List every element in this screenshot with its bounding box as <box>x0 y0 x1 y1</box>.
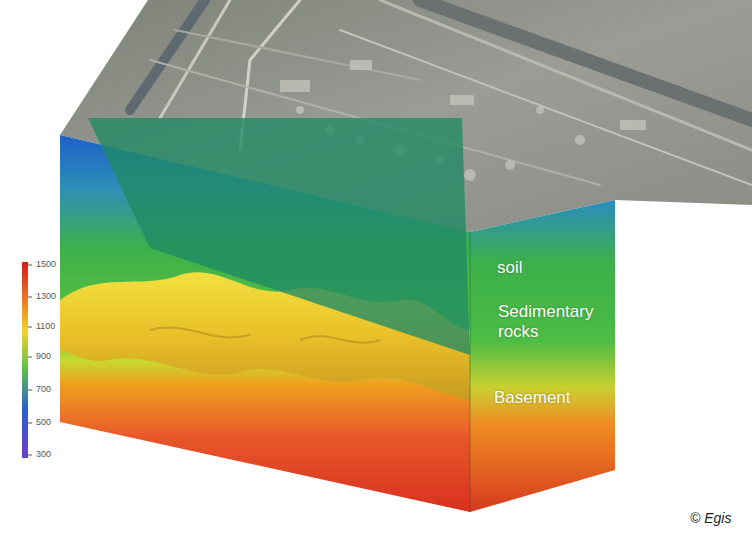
scale-value: 500 <box>36 417 51 427</box>
copyright-note: © Egis <box>690 510 731 526</box>
scale-value: 300 <box>36 449 51 459</box>
scale-ticks <box>28 265 32 455</box>
scale-value: 1500 <box>36 259 56 269</box>
scale-value: 700 <box>36 384 51 394</box>
scale-value: 900 <box>36 351 51 361</box>
scale-value: 1100 <box>36 321 55 331</box>
layer-label: soil <box>497 258 597 278</box>
layer-label: Sedimentary rocks <box>498 302 606 341</box>
scale-value: 1300 <box>36 291 56 301</box>
block-end-face <box>470 200 615 512</box>
color-scale-bar <box>22 262 28 458</box>
layer-label: Basement <box>494 388 604 408</box>
cut-plane <box>88 118 470 355</box>
